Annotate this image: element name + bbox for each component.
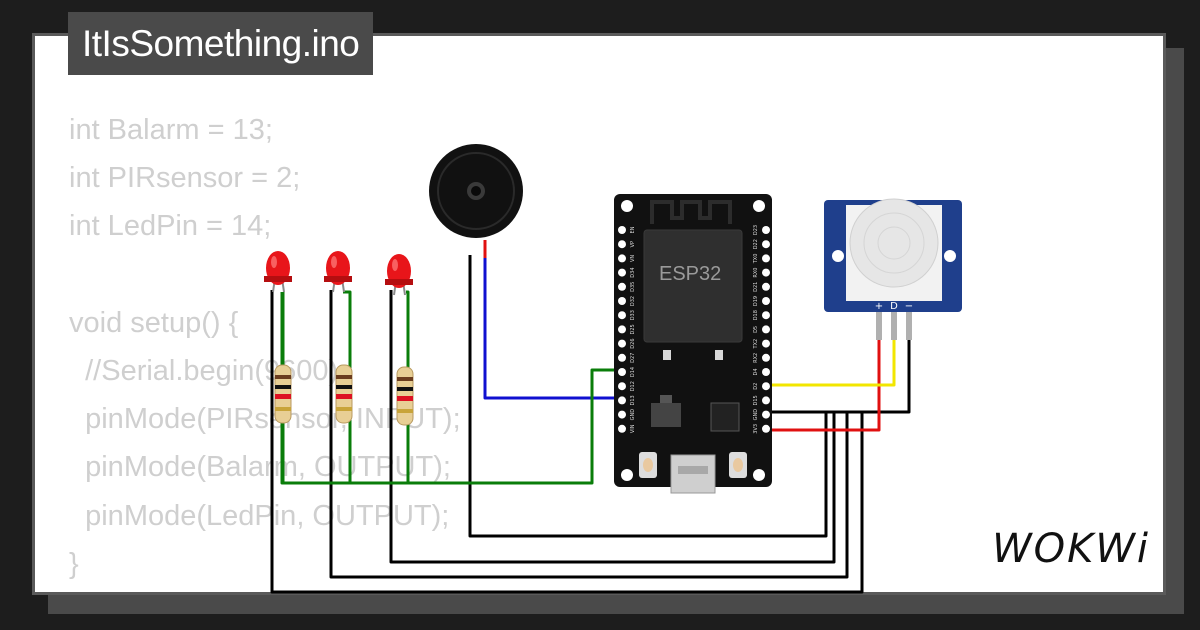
esp32-board[interactable]: ESP32 ENVPVND34D35D32D33D25D26D27D14D12D… [614, 194, 772, 494]
esp32-pin[interactable] [618, 268, 626, 277]
wire-buzzer-signal [483, 255, 622, 400]
esp32-pin[interactable] [762, 268, 770, 277]
wire-gnd-buzzer [468, 255, 828, 538]
pir-pin-label: − [905, 301, 913, 312]
project-card[interactable]: int Balarm = 13; int PIRsensor = 2; int Le… [32, 33, 1166, 595]
esp32-pin[interactable] [618, 410, 626, 419]
esp32-label: ESP32 [659, 263, 721, 285]
esp32-pin[interactable] [762, 396, 770, 405]
wire-gnd-pir [766, 312, 911, 414]
code-line: //Serial.begin(9600); [69, 355, 347, 388]
esp32-pin-label: D19 [753, 296, 759, 306]
led-3[interactable] [385, 254, 413, 296]
code-line: void setup() { [69, 306, 239, 339]
esp32-pin-label: D23 [753, 225, 759, 235]
wire-pir-data [766, 312, 896, 387]
pir-sensor[interactable]: + D− [824, 198, 962, 340]
esp32-pin-label: D32 [630, 296, 636, 306]
esp32-pin[interactable] [762, 254, 770, 263]
esp32-pin[interactable] [762, 424, 770, 433]
esp32-pin[interactable] [618, 396, 626, 405]
esp32-pin-label: D14 [630, 367, 636, 377]
esp32-pin-label: VN [630, 255, 636, 262]
wire-gnd-led1 [270, 290, 864, 594]
esp32-pin-label: D25 [630, 324, 636, 334]
antenna-trace [650, 200, 732, 224]
esp32-pin-label: RX2 [753, 353, 759, 363]
esp32-pin-label: 3V3 [753, 424, 759, 434]
esp32-pin[interactable] [762, 368, 770, 376]
esp32-pin-label: D4 [753, 368, 759, 375]
esp32-pin[interactable] [618, 382, 626, 391]
esp32-pin-label: D12 [630, 381, 636, 391]
esp32-pin[interactable] [762, 325, 770, 334]
led-2[interactable] [324, 251, 352, 293]
esp32-pin[interactable] [618, 325, 626, 334]
esp32-pin[interactable] [618, 226, 626, 234]
esp32-pin-label: GND [630, 409, 636, 421]
wire-led-bus [280, 292, 622, 485]
esp32-pin-label: D13 [630, 395, 636, 405]
esp32-pin-label: D34 [630, 267, 636, 277]
esp32-pin[interactable] [618, 424, 626, 433]
esp32-pin-label: D5 [753, 326, 759, 333]
esp32-pin-label: RX0 [753, 268, 759, 278]
wire-vcc-pir [766, 312, 881, 432]
esp32-pin-label: D15 [753, 395, 759, 405]
wire-gnd-led3 [389, 290, 836, 564]
esp32-pin[interactable] [618, 254, 626, 263]
esp32-pin[interactable] [762, 339, 770, 348]
esp32-pin[interactable] [618, 339, 626, 348]
esp32-pin[interactable] [762, 311, 770, 320]
code-line: pinMode(LedPin, OUTPUT); [69, 499, 450, 532]
esp32-pin-label: D21 [753, 282, 759, 292]
code-preview: int Balarm = 13; int PIRsensor = 2; int Le… [69, 106, 461, 588]
esp32-pin[interactable] [762, 282, 770, 291]
pir-pin-label: + [875, 301, 883, 312]
esp32-pin-label: EN [630, 226, 636, 233]
project-title[interactable]: ItIsSomething.ino [68, 12, 374, 75]
esp32-pin[interactable] [618, 240, 626, 249]
wires [270, 240, 911, 594]
esp32-pin-label: D26 [630, 338, 636, 348]
esp32-pin-label: VIN [630, 424, 636, 433]
pir-pin-label: D [890, 301, 898, 312]
esp32-pin-label: D35 [630, 282, 636, 292]
code-line: int Balarm = 13; [69, 114, 273, 146]
esp32-pin[interactable] [618, 282, 626, 291]
esp32-pin-label: TX0 [753, 254, 759, 265]
esp32-pin[interactable] [618, 353, 626, 362]
esp32-pin[interactable] [762, 353, 770, 362]
esp32-pin[interactable] [618, 297, 626, 305]
code-line: int PIRsensor = 2; [69, 162, 301, 195]
esp32-pin-label: D18 [753, 310, 759, 320]
esp32-pin[interactable] [762, 240, 770, 249]
esp32-pin-label: D27 [630, 353, 636, 363]
esp32-pin[interactable] [618, 368, 626, 376]
led-1[interactable] [264, 251, 292, 293]
resistor-3[interactable] [396, 366, 414, 426]
buzzer[interactable] [429, 144, 523, 238]
resistor-2[interactable] [335, 364, 353, 424]
esp32-pin[interactable] [762, 226, 770, 234]
esp32-pin-label: D2 [753, 383, 759, 390]
esp32-pin[interactable] [618, 311, 626, 320]
code-line: pinMode(Balarm, OUTPUT); [69, 451, 451, 484]
wire-gnd-led2 [329, 290, 849, 579]
esp32-pin[interactable] [762, 382, 770, 391]
esp32-pin[interactable] [762, 297, 770, 305]
esp32-pin-label: D22 [753, 239, 759, 249]
esp32-pin-label: VP [630, 241, 636, 247]
code-line: int LedPin = 14; [69, 210, 272, 243]
resistor-1[interactable] [274, 364, 292, 424]
esp32-pin-label: TX2 [753, 339, 759, 350]
esp32-pin[interactable] [762, 410, 770, 419]
esp32-pin-label: D33 [630, 310, 636, 320]
code-line: } [69, 547, 79, 580]
esp32-pin-label: GND [753, 409, 759, 421]
wokwi-logo: WOKWi [992, 526, 1150, 572]
